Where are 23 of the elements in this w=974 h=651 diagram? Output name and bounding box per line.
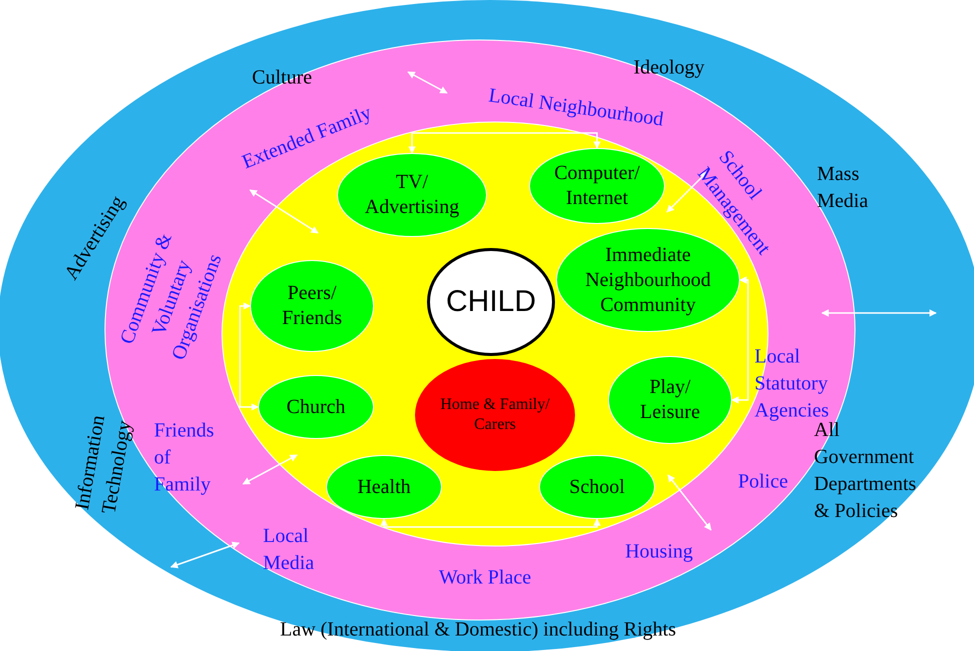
ring-label: Law (International & Domestic) including Rights [278, 618, 678, 642]
ring-label: Mass Media [817, 162, 870, 214]
node-label: Immediate Neighbourhood Community [584, 244, 711, 318]
ring-label: Police [737, 470, 789, 494]
ring-label: Housing [624, 540, 694, 564]
node-label: Computer/ Internet [553, 161, 641, 211]
node-label: TV/ Advertising [364, 170, 460, 220]
double-arrow [408, 132, 601, 154]
node-label: CHILD [446, 284, 536, 320]
ring-label: Ideology [632, 56, 706, 80]
double-arrow [731, 276, 749, 404]
node-label: Play/ Leisure [639, 375, 701, 425]
double-arrow [380, 518, 601, 528]
double-arrow [239, 302, 259, 411]
node-label: Church [286, 394, 346, 420]
ring-label: Local Media [263, 524, 316, 576]
node-label: Peers/ Friends [281, 281, 343, 331]
ring-label: Work Place [438, 566, 532, 590]
ring-label: Information Technology [70, 412, 137, 518]
node-label: Home & Family/ Carers [439, 395, 551, 435]
ring-label: Local Neighbourhood [486, 83, 666, 133]
node-label: Health [357, 474, 411, 500]
node-label: School [569, 474, 625, 500]
